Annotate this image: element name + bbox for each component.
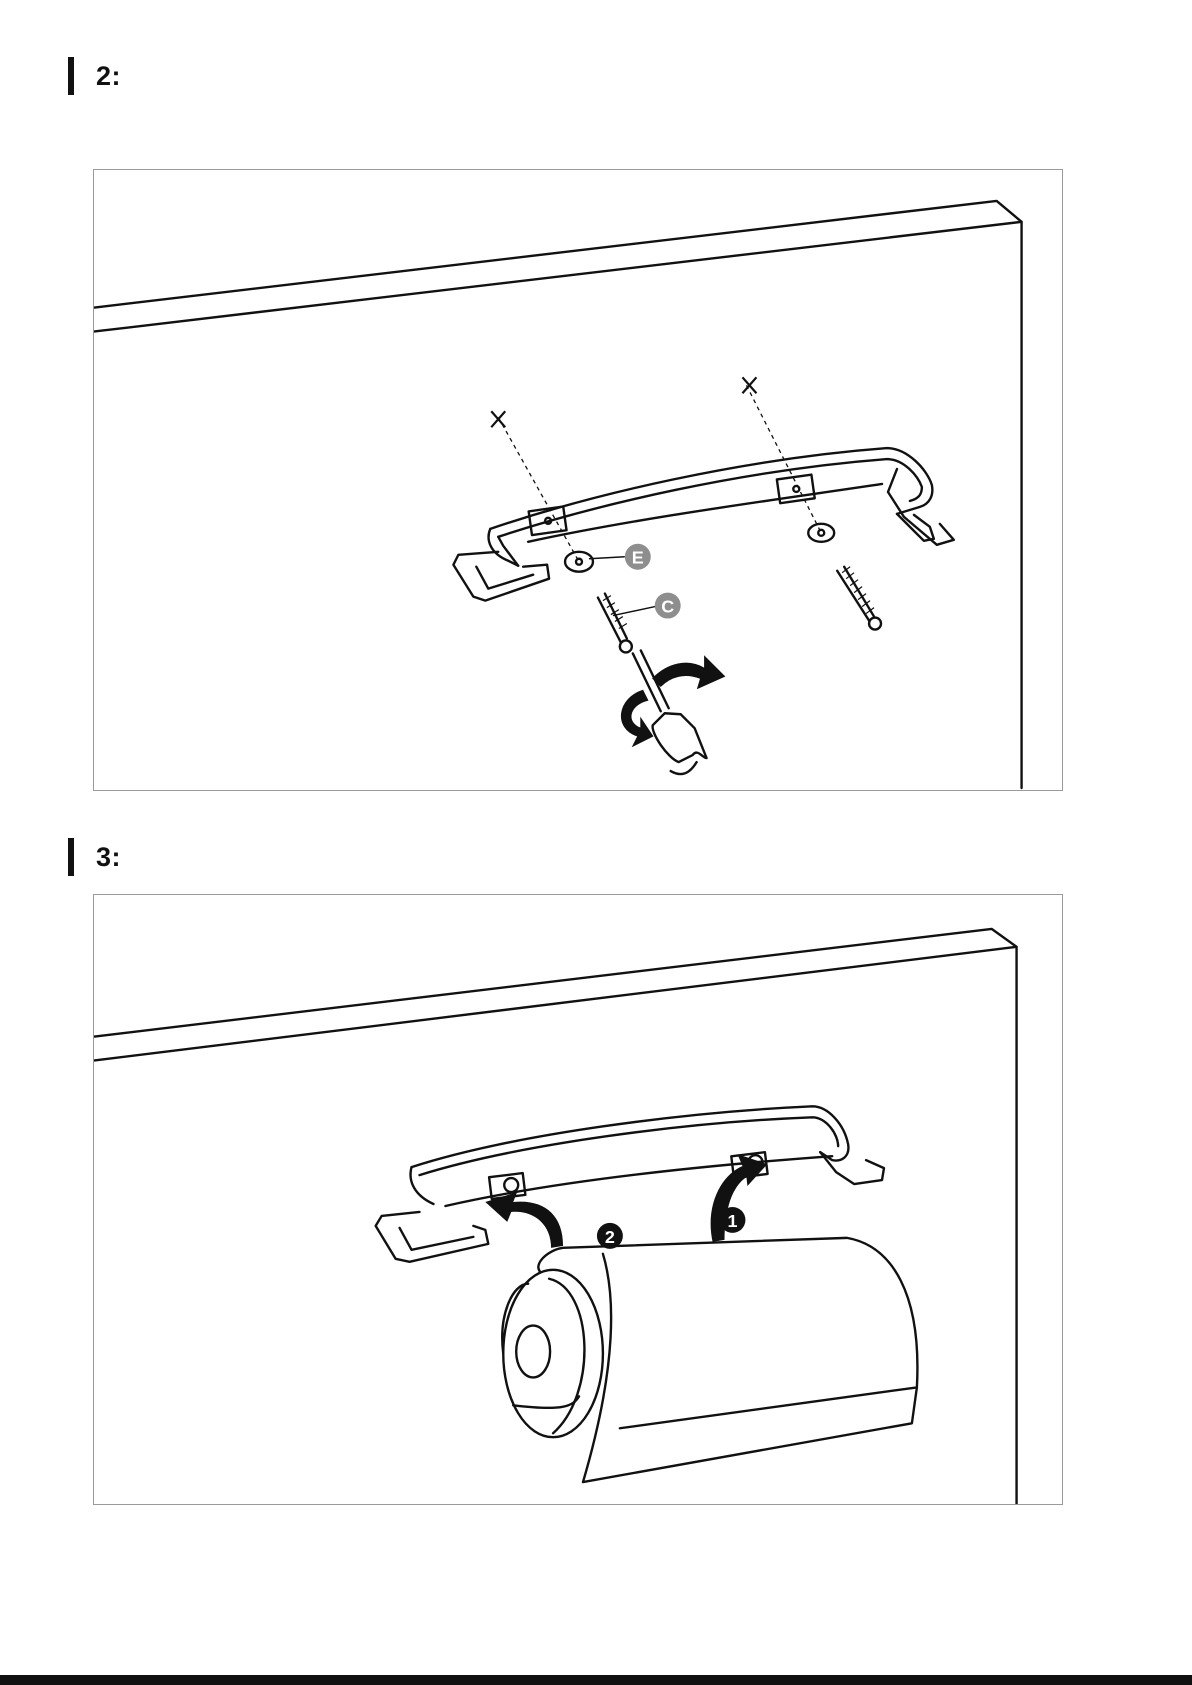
step-2-label: 2: [96,61,121,92]
drill-marks [491,377,756,427]
arrow-2 [485,1192,563,1248]
bottom-rule [0,1675,1192,1685]
right-washer [808,524,834,542]
paper-sheet [583,1254,917,1482]
callout-e-label: E [632,548,644,568]
marker-1-label: 1 [728,1211,738,1231]
marker-2-label: 2 [605,1227,615,1247]
paper-roll-core [516,1326,550,1378]
marker-1: 1 [720,1207,746,1233]
holder-left-foot-inner [476,567,533,589]
wall-front-edge [95,222,1022,332]
holder-rail-inner [498,459,922,537]
step-2-drawing: E C [94,170,1062,790]
callout-e: E [625,544,651,570]
marker-2: 2 [597,1223,623,1249]
left-screw [598,594,627,643]
step-3-bar [68,838,74,876]
step-3-illustration: 1 2 [93,894,1063,1505]
wall-front-edge [95,947,1017,1061]
step-2-bar [68,57,74,95]
step-3-drawing: 1 2 [94,895,1062,1504]
rotation-arrow [621,656,724,746]
callout-c: C [655,593,681,619]
step-2-heading: 2: [68,57,121,95]
callout-c-label: C [661,597,674,617]
step-2-illustration: E C [93,169,1063,791]
step-3-label: 3: [96,842,121,873]
wall-edge [95,201,1022,788]
holder-rail-outer [412,1106,849,1167]
paper-roll-end [503,1270,603,1437]
step-3-heading: 3: [68,838,121,876]
holder-rail-inner [420,1117,839,1175]
holder-left-foot-inner [400,1228,474,1250]
left-washer [565,552,593,572]
wall-edge [95,929,1017,1504]
holder-left-foot [453,552,549,601]
screwdriver-handle [653,713,707,762]
